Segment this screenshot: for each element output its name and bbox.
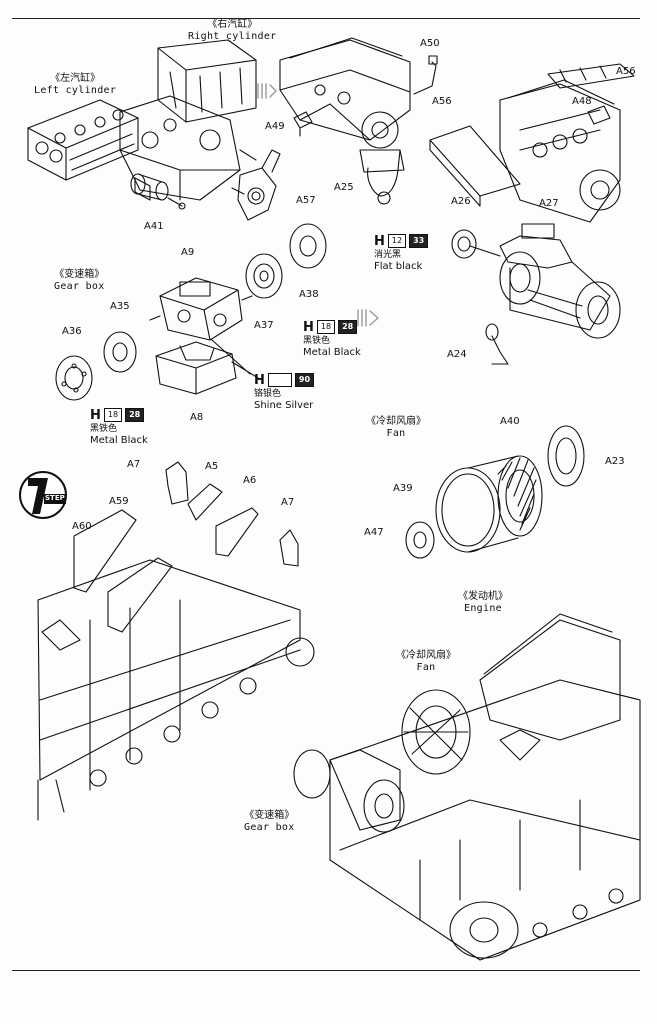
caption-engine-en: Engine xyxy=(464,603,502,614)
part-label-a56-right: A56 xyxy=(616,66,636,77)
paint-metal-black-1-h: H xyxy=(303,319,314,335)
paint-flat-black-en: Flat black xyxy=(374,261,423,272)
gearbox-left-drawing xyxy=(55,223,327,401)
part-label-a38: A38 xyxy=(299,289,319,300)
caption-gear-box: 《变速箱》 Gear box xyxy=(54,269,105,293)
paint-metal-black-1-code1: 18 xyxy=(316,320,336,334)
caption-fan-2-cn: 《冷却风扇》 xyxy=(396,650,456,661)
paint-metal-black-1-en: Metal Black xyxy=(303,347,361,358)
part-label-a36: A36 xyxy=(62,326,82,337)
crankcase-drawing xyxy=(119,95,281,221)
part-label-a24: A24 xyxy=(447,349,467,360)
part-label-a47: A47 xyxy=(364,527,384,538)
part-label-a49: A49 xyxy=(265,121,285,132)
part-label-a35: A35 xyxy=(110,301,130,312)
part-label-a50: A50 xyxy=(420,38,440,49)
gearbox-right-drawing xyxy=(451,223,621,365)
left-cylinder-drawing xyxy=(27,99,139,181)
paint-metal-black-1-cn: 黑铁色 xyxy=(303,336,331,346)
paint-shine-silver-cn: 铬银色 xyxy=(254,389,282,399)
step-badge: STEP xyxy=(18,470,68,520)
hull-parts-drawing xyxy=(73,461,299,633)
caption-left-cylinder-en: Left cylinder xyxy=(34,85,117,96)
top-rule xyxy=(12,18,640,19)
paint-metal-black-2-code2: 28 xyxy=(125,408,145,422)
paint-metal-black-1-code2: 28 xyxy=(338,320,358,334)
caption-right-cylinder-cn: 《右汽缸》 xyxy=(207,19,258,30)
paint-metal-black-2-code1: 18 xyxy=(103,408,123,422)
caption-gear-box-en: Gear box xyxy=(54,281,105,292)
paint-metal-black-2-cn: 黑铁色 xyxy=(90,424,118,434)
paint-shine-silver-en: Shine Silver xyxy=(254,400,314,411)
caption-right-cylinder-en: Right cylinder xyxy=(188,31,277,42)
part-label-a48: A48 xyxy=(572,96,592,107)
paint-flat-black-code1: 12 xyxy=(387,234,407,248)
caption-gear-box-cn: 《变速箱》 xyxy=(54,269,105,280)
part-label-a9: A9 xyxy=(181,247,195,258)
caption-engine: 《发动机》 Engine xyxy=(458,591,508,615)
part-label-a60: A60 xyxy=(72,521,92,532)
part-label-a26: A26 xyxy=(451,196,471,207)
part-label-a6: A6 xyxy=(243,475,257,486)
caption-left-cylinder: 《左汽缸》 Left cylinder xyxy=(34,73,116,97)
paint-metal-black-2-en: Metal Black xyxy=(90,435,148,446)
bottom-rule xyxy=(12,970,640,971)
step-badge-shape xyxy=(19,471,67,519)
part-label-a5: A5 xyxy=(205,461,219,472)
next-arrow-1 xyxy=(257,83,277,99)
part-label-a41: A41 xyxy=(144,221,164,232)
caption-fan: 《冷却风扇》 Fan xyxy=(366,416,426,440)
hull-chassis-left xyxy=(37,559,315,821)
paint-flat-black-h: H xyxy=(374,233,385,249)
part-label-a57: A57 xyxy=(296,195,316,206)
part-label-a7-left: A7 xyxy=(127,459,141,470)
part-label-a56-left: A56 xyxy=(432,96,452,107)
part-label-a23: A23 xyxy=(605,456,625,467)
next-arrow-2 xyxy=(357,309,379,327)
caption-fan-2: 《冷却风扇》 Fan xyxy=(396,650,456,674)
caption-gear-box-2-en: Gear box xyxy=(244,822,295,833)
paint-metal-black-2-h: H xyxy=(90,407,101,423)
paint-flat-black-code2: 33 xyxy=(409,234,429,248)
paint-shine-silver-code2: 90 xyxy=(294,373,315,387)
step-label: STEP xyxy=(45,494,65,502)
part-label-a59: A59 xyxy=(109,496,129,507)
fan-drawing xyxy=(405,425,585,559)
part-label-a25: A25 xyxy=(334,182,354,193)
caption-fan-2-en: Fan xyxy=(416,662,436,673)
right-cylinder-drawing xyxy=(157,39,257,123)
caption-gear-box-2-cn: 《变速箱》 xyxy=(244,810,295,821)
part-label-a27: A27 xyxy=(539,198,559,209)
part-label-a40: A40 xyxy=(500,416,520,427)
part-label-a37: A37 xyxy=(254,320,274,331)
caption-gear-box-2: 《变速箱》 Gear box xyxy=(244,810,295,834)
engine-top-drawing xyxy=(279,37,438,205)
part-label-a8: A8 xyxy=(190,412,204,423)
paint-shine-silver: H 90 铬银色 Shine Silver xyxy=(254,372,315,411)
paint-shine-silver-h: H xyxy=(254,372,265,388)
hull-chassis-right xyxy=(293,613,641,961)
part-label-a39: A39 xyxy=(393,483,413,494)
caption-fan-cn: 《冷却风扇》 xyxy=(366,416,426,427)
part-label-a7-right: A7 xyxy=(281,497,295,508)
paint-flat-black-cn: 消光黑 xyxy=(374,250,402,260)
caption-left-cylinder-cn: 《左汽缸》 xyxy=(50,73,101,84)
engine-right-drawing xyxy=(429,63,635,223)
caption-engine-cn: 《发动机》 xyxy=(458,591,508,602)
caption-right-cylinder: 《右汽缸》 Right cylinder xyxy=(188,19,277,43)
caption-fan-en: Fan xyxy=(386,428,406,439)
paint-shine-silver-code1 xyxy=(267,373,292,387)
